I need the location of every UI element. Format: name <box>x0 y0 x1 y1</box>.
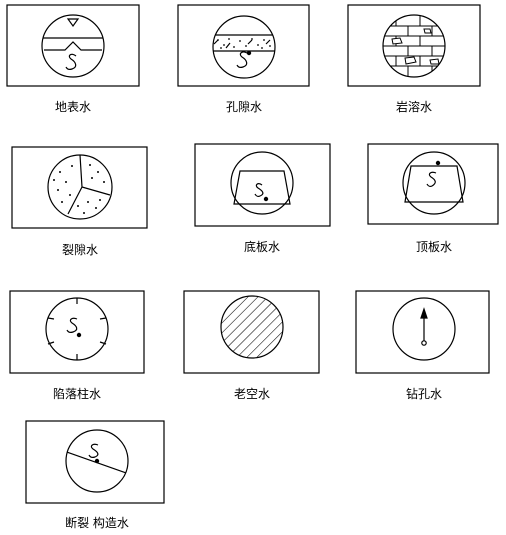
legend-item-collapse-column-water <box>9 290 145 374</box>
legend-item-borehole-water <box>355 290 490 374</box>
label-pore-water: 孔隙水 <box>225 100 263 114</box>
label-floor-water: 底板水 <box>243 240 281 254</box>
label-borehole-water: 钻孔水 <box>405 387 443 401</box>
legend-item-surface-water <box>6 4 140 87</box>
legend-item-goaf-water <box>183 290 320 374</box>
label-surface-water: 地表水 <box>54 100 92 114</box>
label-roof-water: 顶板水 <box>415 240 453 254</box>
legend-item-fault-structure-water <box>25 420 165 504</box>
legend-item-pore-water <box>177 4 310 87</box>
label-goaf-water: 老空水 <box>233 387 271 401</box>
label-karst-water: 岩溶水 <box>395 100 433 114</box>
label-collapse-column-water: 陷落柱水 <box>52 387 102 401</box>
label-fissure-water: 裂隙水 <box>61 243 99 257</box>
label-fault-structure-water: 断裂 构造水 <box>65 516 129 530</box>
legend-item-roof-water <box>367 143 499 225</box>
legend-item-floor-water <box>194 143 331 227</box>
legend-item-karst-water <box>347 4 481 87</box>
legend-item-fissure-water <box>11 146 148 229</box>
